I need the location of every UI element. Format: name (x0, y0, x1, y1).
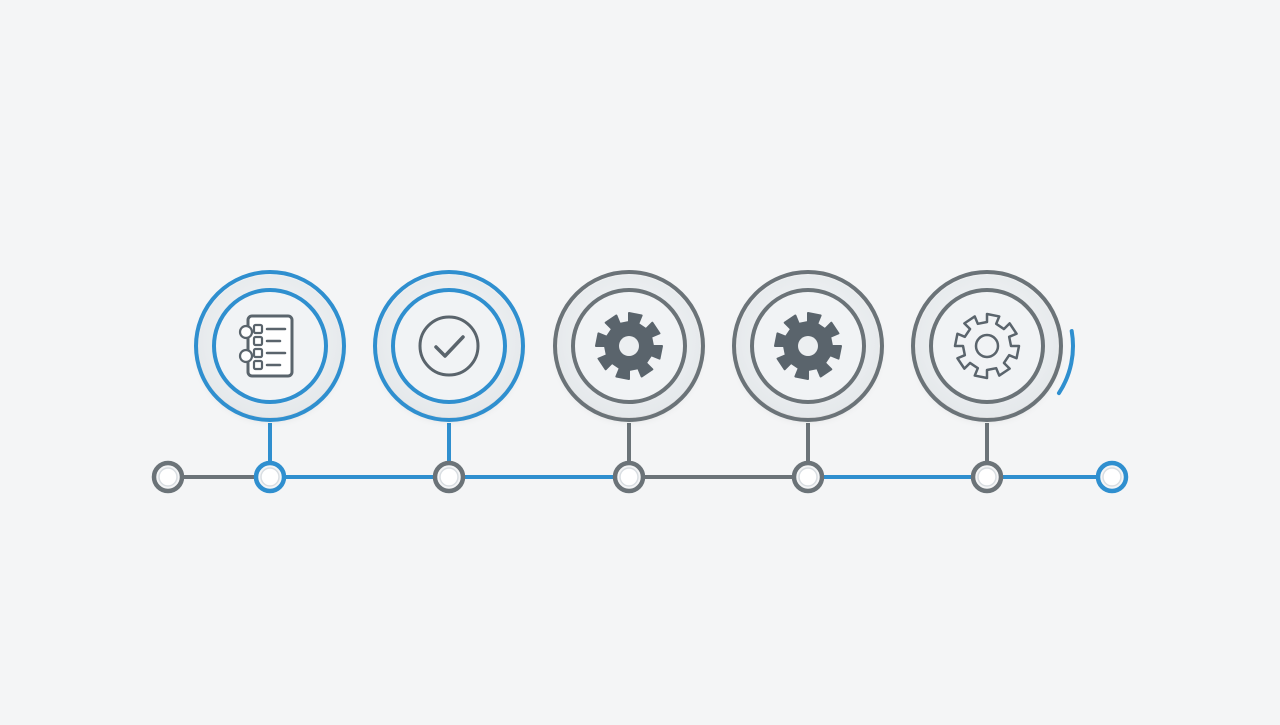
gear-solid-icon (595, 312, 663, 380)
node-core (798, 467, 818, 487)
step-outer-ring (194, 270, 346, 422)
timeline-step (194, 270, 346, 463)
step-outer-ring (553, 270, 705, 422)
step-inner-ring (929, 288, 1045, 404)
gear-outline-icon (953, 312, 1021, 380)
node-core (158, 467, 178, 487)
node-core (977, 467, 997, 487)
gear-solid-icon (774, 312, 842, 380)
step-outer-ring (732, 270, 884, 422)
timeline-step (911, 270, 1075, 463)
checklist-document-icon (238, 314, 294, 378)
step-outer-ring (373, 270, 525, 422)
checkmark-circle-icon (418, 315, 480, 377)
node-core (260, 467, 280, 487)
timeline-step (553, 270, 705, 463)
step-outer-ring (911, 270, 1063, 422)
node-core (439, 467, 459, 487)
step-progress-arc (1056, 329, 1075, 396)
step-inner-ring (391, 288, 507, 404)
node-core (619, 467, 639, 487)
timeline-step (732, 270, 884, 463)
timeline-step (373, 270, 525, 463)
node-core (1102, 467, 1122, 487)
